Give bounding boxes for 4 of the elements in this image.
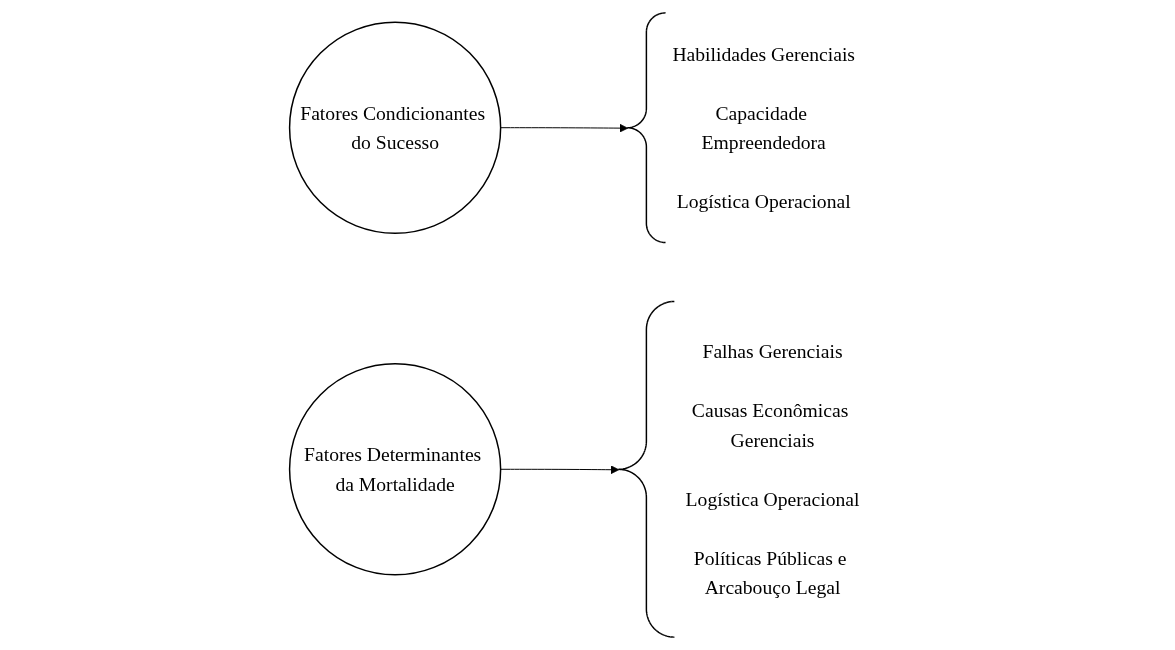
node-circle: Fatores Condicionantes do Sucesso bbox=[288, 21, 502, 234]
node-text: Falhas Gerenciais Causas Econômicas Gerenciais Logística Operacional Políticas Públicas e Arcabouço Legal bbox=[685, 340, 860, 598]
node-text: Habilidades Gerenciais Capacidade Empreendedora Logística Operacional bbox=[672, 43, 855, 213]
node-circle: Fatores Determinantes da Mortalidade bbox=[288, 363, 502, 576]
